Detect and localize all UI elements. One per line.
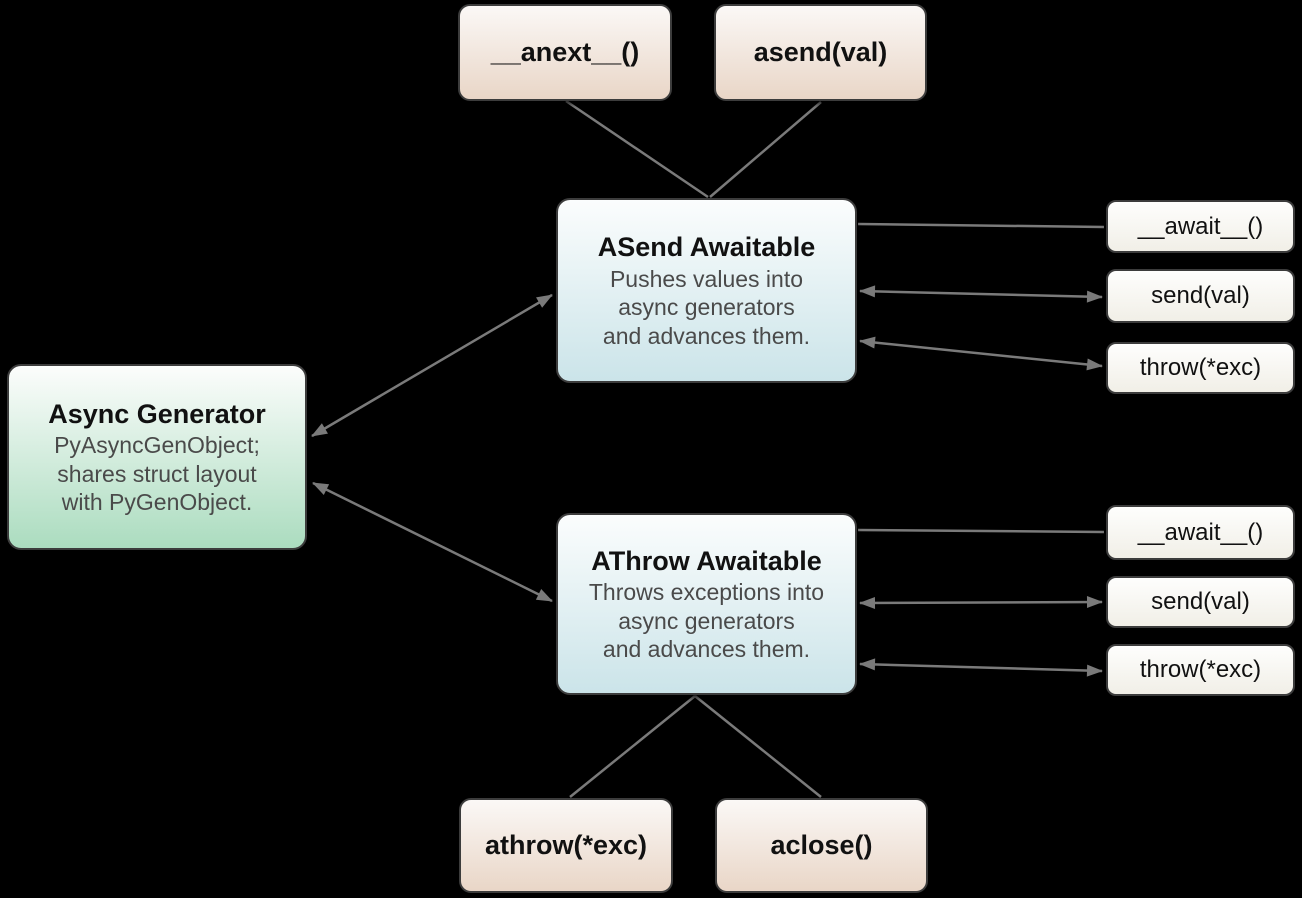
athrow-throw-label: throw(*exc) [1139, 656, 1262, 683]
edge-asyncgen-athrow-awaitable [312, 481, 553, 603]
edge-asyncgen-asend-awaitable [311, 293, 553, 438]
node-athrow-await: __await__() [1106, 505, 1295, 560]
node-anext-label: __anext__() [490, 37, 640, 67]
node-asend-label: asend(val) [753, 37, 888, 67]
athrow-await-label: __await__() [1137, 518, 1264, 546]
node-aclose-method: aclose() [715, 798, 928, 893]
athrow-awaitable-title: AThrow Awaitable [591, 545, 822, 576]
node-async-generator: Async Generator PyAsyncGenObject; shares… [7, 364, 307, 550]
edge-asend-awaitable-throw [859, 336, 1103, 371]
edge-athrow-awaitable-to-await [857, 528, 1105, 534]
aclose-method-label: aclose() [770, 830, 873, 860]
edge-asend-awaitable-send [859, 285, 1103, 303]
athrow-method-label: athrow(*exc) [484, 830, 648, 860]
edge-athrow-awaitable-throw [859, 658, 1103, 677]
asend-send-label: send(val) [1151, 282, 1250, 309]
edge-athrow-awaitable-to-athrow-method [569, 695, 696, 798]
edge-athrow-awaitable-to-aclose [694, 695, 822, 798]
node-asend-send: send(val) [1106, 269, 1295, 323]
async-generator-description: PyAsyncGenObject; shares struct layout w… [54, 432, 260, 516]
edge-asend-to-asend-awaitable [709, 101, 822, 198]
node-asend-awaitable: ASend Awaitable Pushes values into async… [556, 198, 857, 383]
edge-athrow-awaitable-send [859, 596, 1103, 609]
asend-throw-label: throw(*exc) [1139, 354, 1262, 381]
node-asend-await: __await__() [1106, 200, 1295, 253]
node-athrow-awaitable: AThrow Awaitable Throws exceptions into … [556, 513, 857, 695]
node-anext-method: __anext__() [458, 4, 672, 101]
athrow-awaitable-description: Throws exceptions into async generators … [588, 579, 825, 663]
asend-awaitable-title: ASend Awaitable [597, 232, 816, 263]
node-asend-method: asend(val) [714, 4, 927, 101]
asend-await-label: __await__() [1137, 212, 1264, 240]
edge-anext-to-asend-awaitable [565, 99, 709, 199]
asend-awaitable-description: Pushes values into async generators and … [602, 265, 811, 349]
node-athrow-method: athrow(*exc) [459, 798, 673, 893]
athrow-send-label: send(val) [1151, 588, 1250, 615]
node-asend-throw: throw(*exc) [1106, 342, 1295, 394]
node-athrow-throw: throw(*exc) [1106, 644, 1295, 696]
async-generator-title: Async Generator [48, 398, 266, 429]
edge-asend-awaitable-to-await [857, 222, 1105, 229]
node-athrow-send: send(val) [1106, 576, 1295, 628]
